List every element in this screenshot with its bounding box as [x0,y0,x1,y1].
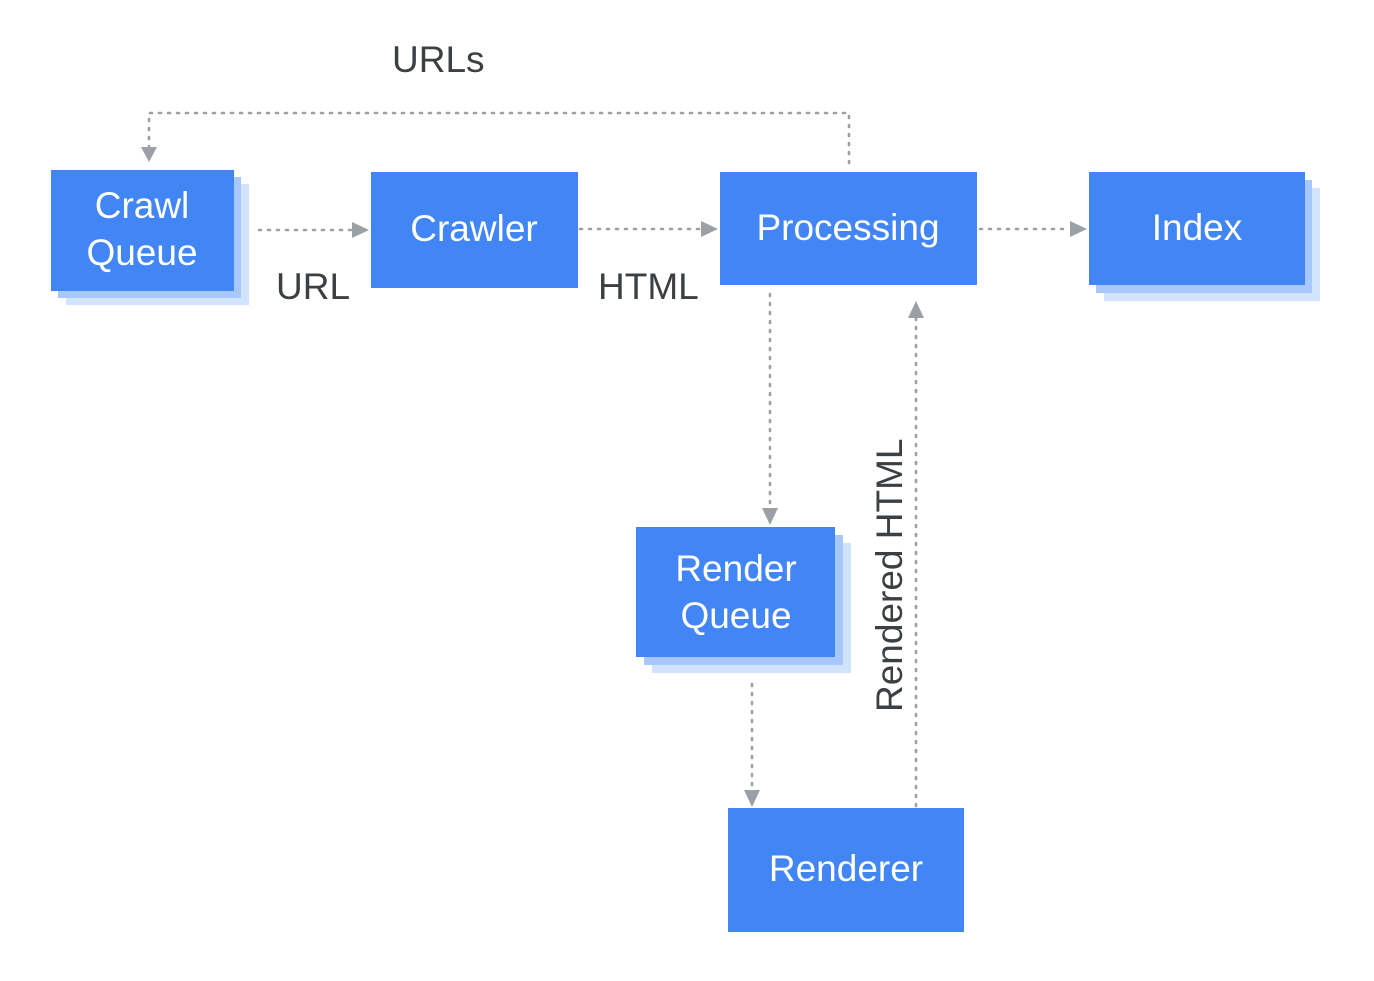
node-render-queue: Render Queue [636,527,851,673]
node-crawler-label: Crawler [410,208,537,249]
node-crawler: Crawler [371,172,578,288]
arrowhead-icon [762,508,778,525]
node-processing: Processing [720,172,977,285]
node-crawl-queue-label-line2: Queue [86,232,197,273]
node-crawl-queue: Crawl Queue [51,170,249,305]
edge-label-rendered-html: Rendered HTML [869,438,910,712]
node-index: Index [1089,172,1320,301]
arrowhead-icon [141,147,157,162]
arrowhead-icon [908,301,924,318]
edge-label-url: URL [276,266,350,307]
edge-processing-to-render-queue [762,292,778,525]
arrowhead-icon [352,222,369,238]
edge-processing-to-crawl-queue [141,111,851,165]
arrowhead-icon [744,790,760,807]
node-renderer: Renderer [728,808,964,932]
edge-label-urls: URLs [392,39,485,80]
node-crawl-queue-label-line1: Crawl [95,185,190,226]
edge-label-html: HTML [598,266,699,307]
node-renderer-label: Renderer [769,848,923,889]
node-index-label: Index [1152,207,1243,248]
edge-processing-to-index [978,221,1087,237]
node-render-queue-label-line2: Queue [680,595,791,636]
arrowhead-icon [701,221,718,237]
node-processing-label: Processing [756,207,939,248]
node-render-queue-label-line1: Render [675,548,796,589]
edge-crawl-queue-to-crawler [257,222,369,238]
arrowhead-icon [1070,221,1087,237]
edge-crawler-to-processing [578,221,718,237]
edge-renderer-to-processing [908,301,924,808]
edge-render-queue-to-renderer [744,682,760,807]
